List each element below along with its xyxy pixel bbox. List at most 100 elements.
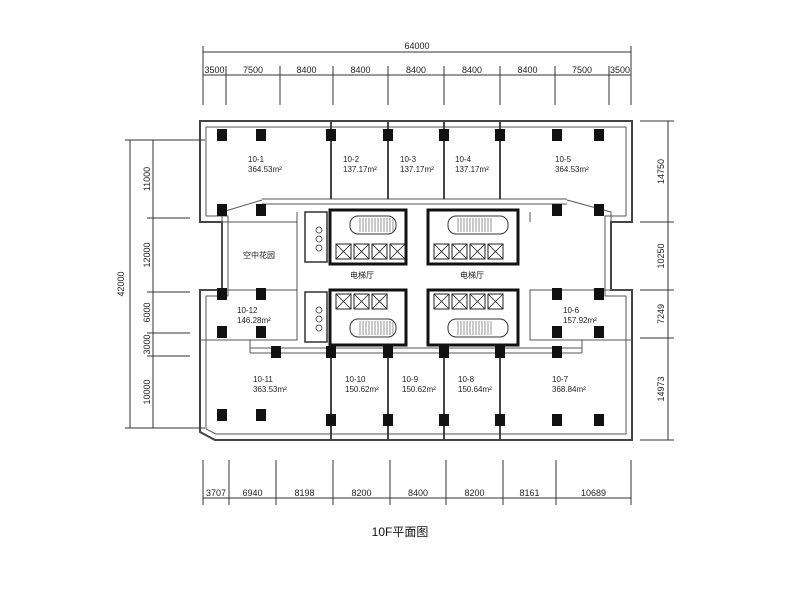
restroom (304, 211, 328, 263)
left-total-dimension: 42000 (116, 271, 126, 296)
elevator-icon (335, 293, 352, 310)
dimension-label: 8400 (408, 488, 428, 498)
dimension-label: 11000 (142, 167, 152, 191)
dimension-label: 7500 (243, 65, 263, 75)
room-id: 10-3 (400, 155, 417, 164)
elevator-icon (371, 293, 388, 310)
dimension-label: 10000 (142, 379, 152, 404)
structural-column (326, 414, 336, 426)
staircase-icon (349, 318, 397, 338)
structural-column (383, 129, 393, 141)
dimension-label: 8200 (351, 488, 371, 498)
elevator-icon (451, 293, 468, 310)
toilet-icon (315, 235, 323, 243)
structural-column (439, 129, 449, 141)
floor-title: 10F平面图 (372, 525, 429, 539)
structural-column (217, 204, 227, 216)
sky-garden-label: 空中花园 (243, 250, 275, 260)
room-id: 10-10 (345, 375, 366, 384)
structural-column (439, 414, 449, 426)
structural-column (552, 414, 562, 426)
room-area: 364.53m² (555, 165, 589, 174)
dimension-label: 6000 (142, 302, 152, 322)
structural-column (256, 129, 266, 141)
elevator-hall-right-label: 电梯厅 (460, 270, 484, 280)
structural-column (552, 346, 562, 358)
staircase-icon (447, 215, 509, 235)
room-area: 364.53m² (248, 165, 282, 174)
room-area: 150.62m² (402, 385, 436, 394)
columns (217, 129, 604, 426)
dimension-label: 7500 (572, 65, 592, 75)
structural-column (594, 129, 604, 141)
toilet-icon (315, 324, 323, 332)
elevator-cores (304, 208, 520, 347)
room-id: 10-12 (237, 306, 258, 315)
structural-column (256, 204, 266, 216)
room-id: 10-11 (253, 375, 273, 384)
toilet-icon (315, 244, 323, 252)
staircase-icon (447, 318, 509, 338)
dimension-label: 8400 (350, 65, 370, 75)
elevator-icon (469, 243, 486, 260)
dimension-label: 8400 (462, 65, 482, 75)
structural-column (217, 288, 227, 300)
structural-column (217, 129, 227, 141)
room-area: 150.64m² (458, 385, 492, 394)
room-id: 10-1 (248, 155, 265, 164)
staircase-icon (349, 215, 397, 235)
dimension-label: 3500 (610, 65, 630, 75)
structural-column (383, 414, 393, 426)
structural-column (552, 129, 562, 141)
core-wall (328, 208, 408, 266)
room-id: 10-2 (343, 155, 360, 164)
structural-column (217, 409, 227, 421)
elevator-icon (353, 243, 370, 260)
structural-column (495, 129, 505, 141)
structural-column (256, 409, 266, 421)
dimension-label: 7249 (656, 304, 666, 324)
dimension-label: 6940 (242, 488, 262, 498)
dimension-label: 3707 (206, 488, 226, 498)
room-area: 150.62m² (345, 385, 379, 394)
room-area: 146.28m² (237, 316, 271, 325)
dimension-label: 14750 (656, 159, 666, 184)
structural-column (594, 204, 604, 216)
structural-column (495, 414, 505, 426)
structural-column (326, 129, 336, 141)
structural-column (326, 346, 336, 358)
structural-column (217, 326, 227, 338)
room-area: 137.17m² (455, 165, 489, 174)
core-wall (328, 288, 408, 347)
structural-column (594, 414, 604, 426)
restroom (304, 291, 328, 343)
room-area: 137.17m² (343, 165, 377, 174)
dimension-label: 8161 (519, 488, 539, 498)
room-area: 157.92m² (563, 316, 597, 325)
dimension-label: 8400 (517, 65, 537, 75)
room-area: 368.84m² (552, 385, 586, 394)
dimension-label: 12000 (142, 242, 152, 267)
elevator-icon (487, 293, 504, 310)
toilet-icon (315, 306, 323, 314)
dimension-label: 3500 (204, 65, 224, 75)
elevator-hall-left-label: 电梯厅 (350, 270, 374, 280)
elevator-icon (433, 293, 450, 310)
elevator-icon (353, 293, 370, 310)
